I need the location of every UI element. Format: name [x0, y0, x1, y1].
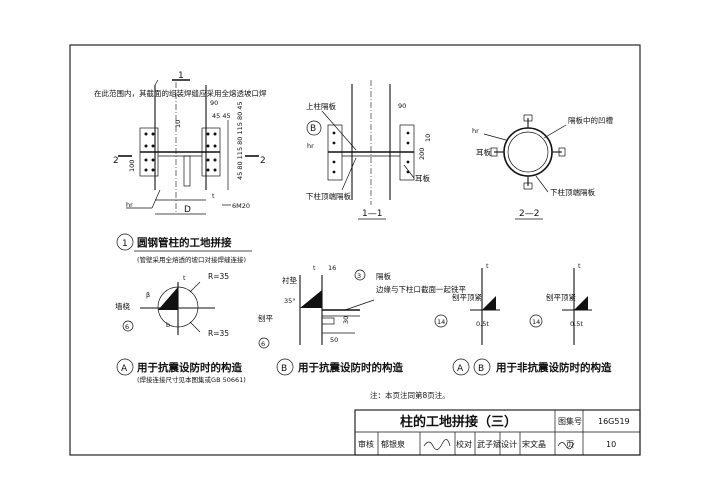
detail-B: 衬垫 t 16 3 隔板 边缘与下柱口截面一起铣平 刨平 35° 30 50 6… — [258, 264, 466, 376]
angle-35: 35° — [284, 297, 296, 305]
title-block: 柱的工地拼接（三） 图集号 16G519 审核 郁银泉 校对 武子斌 设计 宋文… — [354, 409, 641, 456]
ear-plate-label-2-2: 耳板 — [476, 147, 491, 157]
dim-16: 16 — [328, 264, 336, 272]
detail-B-caption: 用于抗震设防时的构造 — [297, 361, 403, 374]
section-1-1: 上柱隔板 下柱顶端隔板 耳板 B hr 90 200 10 1—1 — [306, 80, 432, 220]
dim-10: 10 — [174, 120, 182, 128]
weld-range-note: 在此范围内，其截面的组装焊缝应采用全熔透坡口焊 — [94, 88, 267, 98]
gap-label-A: b — [166, 321, 170, 329]
upper-diaphragm-label: 上柱隔板 — [306, 101, 336, 111]
checker-name: 武子斌 — [477, 439, 501, 449]
detail-1-number: 1 — [122, 239, 128, 249]
bevel-angle-label: β — [146, 291, 150, 299]
t-right: t — [578, 262, 581, 270]
weld-bridge-label: 墙桡 — [115, 301, 130, 311]
detail-A: R=35 R=35 墙桡 β t b 6 A 用于抗震设防时的构造 (焊接连接尺… — [115, 272, 246, 384]
section-2-2: 隔板中的凹槽 耳板 下柱顶端隔板 hr 2—2 — [472, 114, 613, 220]
planed-label: 刨平 — [258, 313, 273, 323]
detail-A-caption: 用于抗震设防时的构造 — [136, 361, 242, 374]
designer-signature — [557, 442, 575, 450]
section-mark-2-left: 2 — [113, 156, 119, 166]
atlas-number: 16G519 — [598, 417, 630, 426]
detail-A-letter: A — [121, 364, 128, 374]
hr-label-1-1: hr — [307, 142, 314, 150]
weld-label-hr: hr — [126, 201, 133, 209]
radius-label-bottom: R=35 — [208, 329, 229, 338]
dim-200: 200 — [418, 148, 426, 160]
detail-1-elevation: 在此范围内，其截面的组装焊缝应采用全熔透坡口焊 1 2 2 90 10 45 4… — [94, 71, 267, 215]
dim-90: 90 — [210, 99, 218, 107]
dim-90-1-1: 90 — [398, 102, 406, 110]
check-label: 校对 — [456, 439, 472, 449]
left-planed-label: 刨平顶紧 — [452, 292, 482, 302]
hr-label-2-2: hr — [472, 127, 479, 135]
edge-note: 边缘与下柱口截面一起铣平 — [376, 284, 466, 294]
detail-AB-letter-a: A — [457, 364, 464, 374]
dim-30: 30 — [342, 316, 350, 324]
detail-1-subcaption: (管壁采用全熔透的坡口对接焊缝连接) — [137, 255, 246, 264]
dim-vertical-bolts: 45 80 115 80 115 80 45 — [236, 101, 244, 180]
callout-3: 3 — [357, 272, 361, 280]
caption-detail-1: 1 圆钢管柱的工地拼接 (管壁采用全熔透的坡口对接焊缝连接) — [116, 233, 252, 264]
atlas-label: 图集号 — [558, 416, 582, 426]
design-label: 设计 — [501, 439, 517, 449]
groove-label: 隔板中的凹槽 — [568, 115, 613, 125]
detail-AB-letter-b: B — [478, 364, 484, 374]
sheet-note: 注：本页注同第8页注。 — [370, 390, 450, 400]
dim-0-5t-left: 0.5t — [476, 320, 489, 328]
detail-B-callout — [306, 120, 322, 136]
right-planed-label: 刨平顶紧 — [546, 292, 576, 302]
weld-callout-B: 6 — [261, 340, 265, 348]
detail-AB-caption: 用于非抗震设防时的构造 — [495, 361, 612, 374]
dim-t-B: t — [313, 264, 316, 272]
detail-A-subcaption: (焊接连接尺寸见本图集或GB 50661) — [137, 375, 246, 384]
ear-plate-label: 耳板 — [415, 173, 430, 183]
dim-0-5t-right: 0.5t — [570, 320, 583, 328]
dim-50: 50 — [330, 336, 338, 344]
dim-D: D — [184, 205, 191, 215]
bolt-label: 6M20 — [232, 202, 250, 210]
lower-diaphragm-label: 下柱顶端隔板 — [306, 191, 351, 201]
thickness-label-A: t — [183, 274, 186, 282]
radius-label-top: R=35 — [208, 272, 229, 281]
page-number: 10 — [606, 440, 616, 449]
dim-t: t — [212, 192, 215, 200]
t-left: t — [486, 262, 489, 270]
dim-10-1-1: 10 — [424, 134, 432, 142]
reviewer-name: 郁银泉 — [381, 439, 405, 449]
section-mark-1-top: 1 — [178, 71, 184, 81]
page-label: 页 — [566, 440, 574, 449]
dim-100-left: 100 — [128, 160, 136, 172]
reviewer-signature — [423, 439, 451, 450]
detail-AB: 刨平顶紧 t 0.5t 14 刨平顶紧 t 0.5t 14 A B 用于非抗震设… — [434, 262, 612, 376]
diaphragm-label: 隔板 — [376, 271, 391, 281]
section-1-1-label: 1—1 — [362, 209, 382, 219]
detail-B-letter: B — [281, 364, 287, 374]
weld-14-right: 14 — [532, 318, 540, 326]
dim-4545: 45 45 — [212, 112, 231, 120]
lower-diaphragm-label-2-2: 下柱顶端隔板 — [550, 187, 595, 197]
backing-bar-label: 衬垫 — [282, 275, 297, 285]
callout-B-letter: B — [310, 124, 316, 134]
detail-1-caption: 圆钢管柱的工地拼接 — [137, 236, 232, 249]
weld-14-left: 14 — [437, 318, 445, 326]
weld-callout-A: 6 — [125, 323, 129, 331]
sheet-title: 柱的工地拼接（三） — [400, 414, 517, 430]
section-mark-2-right: 2 — [260, 156, 266, 166]
section-2-2-label: 2—2 — [519, 209, 539, 219]
designer-name: 宋文晶 — [522, 439, 546, 449]
review-label: 审核 — [358, 439, 374, 449]
